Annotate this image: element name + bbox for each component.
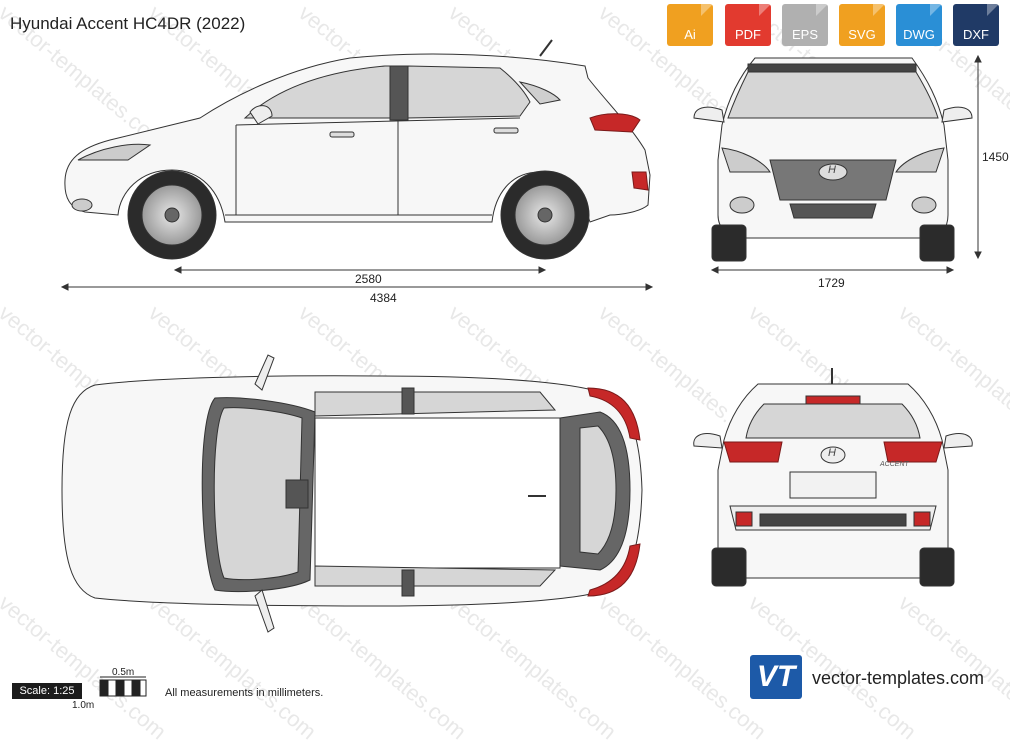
format-label: Ai <box>684 27 696 42</box>
front-view <box>693 57 973 262</box>
side-dimension-lines <box>60 266 654 291</box>
format-label: EPS <box>791 27 818 42</box>
wheelbase-label: 2580 <box>355 272 382 286</box>
brand-logo-icon[interactable]: VT <box>750 655 802 699</box>
scale-bar <box>99 676 147 697</box>
format-svg-button[interactable]: SVG <box>839 4 885 46</box>
side-view <box>64 39 651 260</box>
front-dimension-lines <box>710 54 982 274</box>
format-eps-button[interactable]: EPS <box>782 4 828 46</box>
format-dwg-button[interactable]: DWG <box>896 4 942 46</box>
format-label: PDF <box>735 27 761 42</box>
scale-label: Scale: 1:25 <box>12 683 82 699</box>
format-label: SVG <box>848 27 876 42</box>
rear-badge: H <box>828 447 836 459</box>
blueprint-drawing <box>60 39 982 697</box>
measurement-note: All measurements in millimeters. <box>165 687 324 699</box>
format-ai-button[interactable]: Ai <box>667 4 713 46</box>
width-label: 1729 <box>818 276 845 290</box>
format-label: DWG <box>903 27 935 42</box>
rear-view <box>693 368 973 587</box>
format-dxf-button[interactable]: DXF <box>953 4 999 46</box>
top-view <box>61 354 643 633</box>
half-meter-label: 0.5m <box>112 667 135 678</box>
height-label: 1450 <box>982 150 1009 164</box>
brand-site-link[interactable]: vector-templates.com <box>812 668 985 688</box>
length-label: 4384 <box>370 291 397 305</box>
format-pdf-button[interactable]: PDF <box>725 4 771 46</box>
one-meter-label: 1.0m <box>72 700 95 711</box>
format-label: DXF <box>963 27 989 42</box>
front-badge: H <box>828 164 836 176</box>
page-title: Hyundai Accent HC4DR (2022) <box>10 14 246 33</box>
rear-model-label: ACCENT <box>880 461 909 468</box>
